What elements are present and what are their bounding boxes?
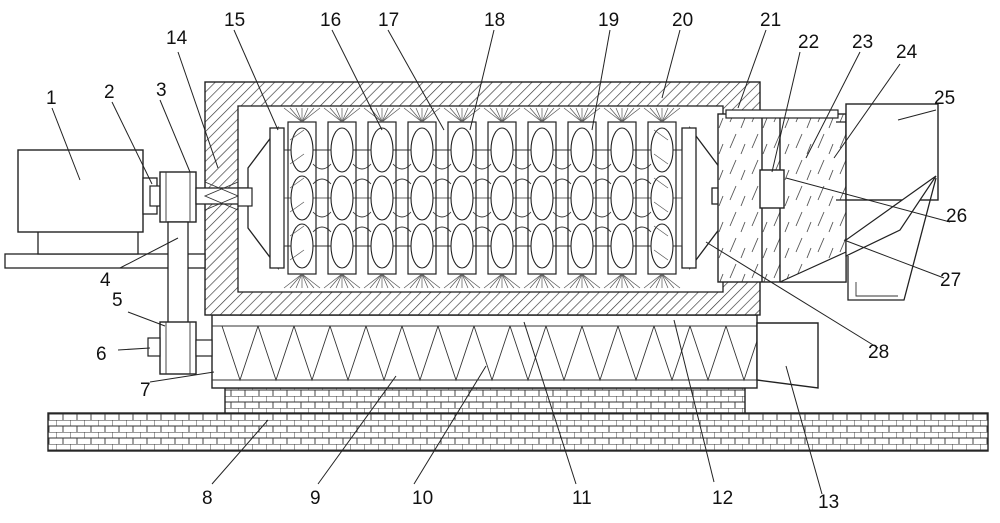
- callout-label: 2: [104, 82, 115, 103]
- callout-label: 9: [310, 488, 321, 509]
- callout-label: 12: [712, 488, 733, 509]
- motor: [17, 149, 144, 233]
- callout-label: 6: [96, 344, 107, 365]
- callout-label: 13: [818, 492, 839, 513]
- callout-label: 15: [224, 10, 245, 31]
- lower-pulley: [159, 321, 197, 375]
- callout-label: 18: [484, 10, 505, 31]
- collector-box: [845, 103, 939, 201]
- callout-label: 10: [412, 488, 433, 509]
- callout-label: 25: [934, 88, 955, 109]
- callout-label: 28: [868, 342, 889, 363]
- callout-label: 7: [140, 380, 151, 401]
- callout-label: 8: [202, 488, 213, 509]
- callout-label: 17: [378, 10, 399, 31]
- collector-hopper: [847, 177, 937, 301]
- leader-lines: [51, 29, 951, 495]
- rotating-drum: [237, 107, 721, 289]
- callout-label: 3: [156, 80, 167, 101]
- callout-label: 1: [46, 88, 57, 109]
- drum-cavity: [237, 105, 724, 293]
- callout-label: 24: [896, 42, 918, 63]
- chamber-top-cap: [725, 109, 839, 119]
- filter-bag-holder: [759, 169, 785, 209]
- screw-flights: [221, 325, 763, 382]
- callout-label: 26: [946, 206, 967, 227]
- chamber-hopper: [779, 251, 847, 283]
- callout-label: 4: [100, 270, 111, 291]
- callout-label: 27: [940, 270, 961, 291]
- chamber-outlet-arm: [836, 121, 846, 201]
- ground-base: [47, 412, 989, 452]
- lower-shaft: [195, 339, 213, 357]
- callout-label: 14: [166, 28, 188, 49]
- callout-label: 20: [672, 10, 693, 31]
- callout-label: 5: [112, 290, 123, 311]
- drive-pulley: [159, 171, 197, 223]
- coupling-2: [149, 185, 161, 207]
- callout-label: 22: [798, 32, 819, 53]
- foundation-block: [224, 387, 746, 414]
- callout-label: 21: [760, 10, 781, 31]
- callout-label: 16: [320, 10, 341, 31]
- callout-label: 19: [598, 10, 619, 31]
- callout-label: 11: [572, 488, 592, 509]
- lower-shaft-end: [147, 337, 161, 357]
- discharge-chute: [756, 322, 819, 389]
- callout-label: 23: [852, 32, 873, 53]
